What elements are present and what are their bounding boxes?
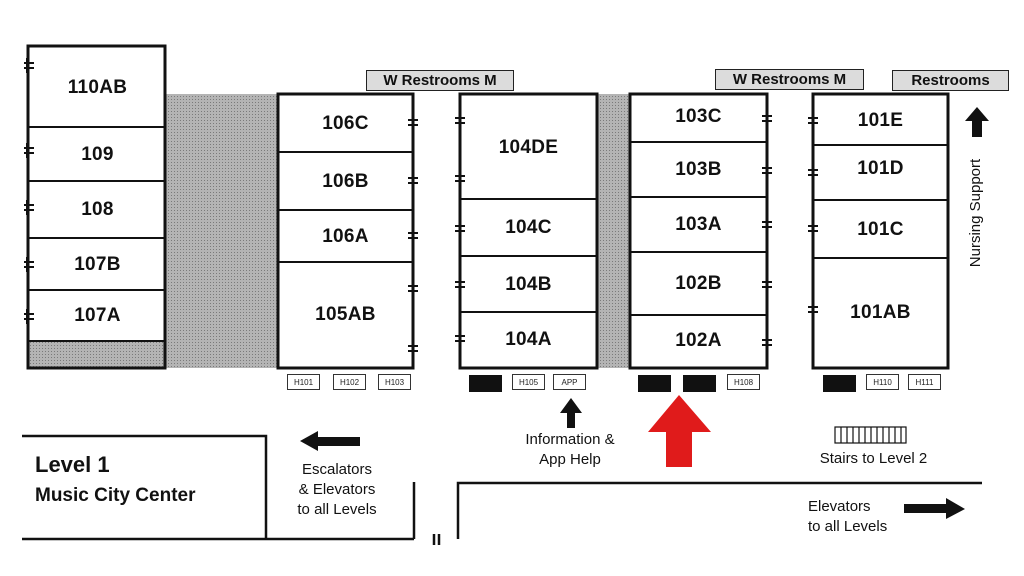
stairs-icon	[834, 426, 907, 444]
room-103C: 103C	[675, 106, 722, 127]
tag-H108: H108	[727, 374, 760, 390]
restrooms-sign-right: Restrooms	[892, 70, 1009, 91]
elevators-right-arrow-icon	[904, 498, 965, 519]
kiosk-boxes	[469, 375, 856, 392]
corridor-walls	[22, 434, 982, 545]
elevators-line1: Elevators	[808, 498, 871, 515]
room-101C: 101C	[857, 218, 904, 240]
room-101E: 101E	[857, 109, 904, 131]
tag-APP: APP	[553, 374, 586, 390]
info-label-line1: Information &	[525, 431, 615, 448]
room-104DE: 104DE	[498, 136, 559, 158]
tag-H102: H102	[333, 374, 366, 390]
shaded-area-mid	[597, 94, 630, 368]
info-label-line2: App Help	[539, 451, 601, 468]
room-102B: 102B	[675, 273, 722, 294]
room-107B: 107B	[74, 253, 121, 275]
escalators-label: Escalators & Elevators to all Levels	[277, 460, 397, 520]
room-104C: 104C	[505, 217, 552, 238]
escalators-line3: to all Levels	[297, 501, 377, 518]
door-marks	[24, 58, 818, 356]
legend-subtitle: Music City Center	[35, 485, 196, 506]
escalators-line2: & Elevators	[298, 481, 376, 498]
room-110AB: 110AB	[67, 76, 128, 98]
room-104B: 104B	[505, 273, 552, 295]
room-101AB: 101AB	[850, 301, 911, 323]
room-108: 108	[81, 199, 114, 220]
escalators-line1: Escalators	[301, 461, 373, 478]
room-106A: 106A	[322, 225, 369, 247]
you-are-here-arrow-icon	[648, 395, 711, 467]
room-109: 109	[81, 143, 114, 165]
room-104A: 104A	[505, 328, 552, 350]
room-107A: 107A	[74, 305, 121, 326]
tag-H105: H105	[512, 374, 545, 390]
tag-H111: H111	[908, 374, 941, 390]
nursing-up-arrow-icon	[965, 107, 989, 137]
tag-H101: H101	[287, 374, 320, 390]
legend-title: Level 1	[35, 452, 110, 477]
room-103A: 103A	[675, 214, 722, 235]
info-label: Information & App Help	[498, 430, 642, 470]
elevators-line2: to all Levels	[808, 518, 888, 535]
tag-H103: H103	[378, 374, 411, 390]
stairs-label: Stairs to Level 2	[819, 450, 928, 467]
room-106B: 106B	[322, 170, 369, 192]
room-106C: 106C	[322, 113, 369, 134]
restrooms-sign-left: W Restrooms M	[366, 70, 514, 91]
room-101D: 101D	[857, 158, 904, 179]
elevators-label: Elevators to all Levels	[808, 497, 928, 537]
info-up-arrow-icon	[560, 398, 582, 428]
shaded-area-110-bottom	[29, 341, 165, 368]
shaded-area-left	[165, 94, 278, 368]
restrooms-sign-mid: W Restrooms M	[715, 69, 864, 90]
tag-H110: H110	[866, 374, 899, 390]
room-105AB: 105AB	[315, 303, 376, 325]
room-103B: 103B	[675, 159, 722, 180]
room-102A: 102A	[675, 330, 722, 351]
nursing-support-label: Nursing Support	[967, 158, 984, 268]
escalators-left-arrow-icon	[300, 431, 360, 451]
